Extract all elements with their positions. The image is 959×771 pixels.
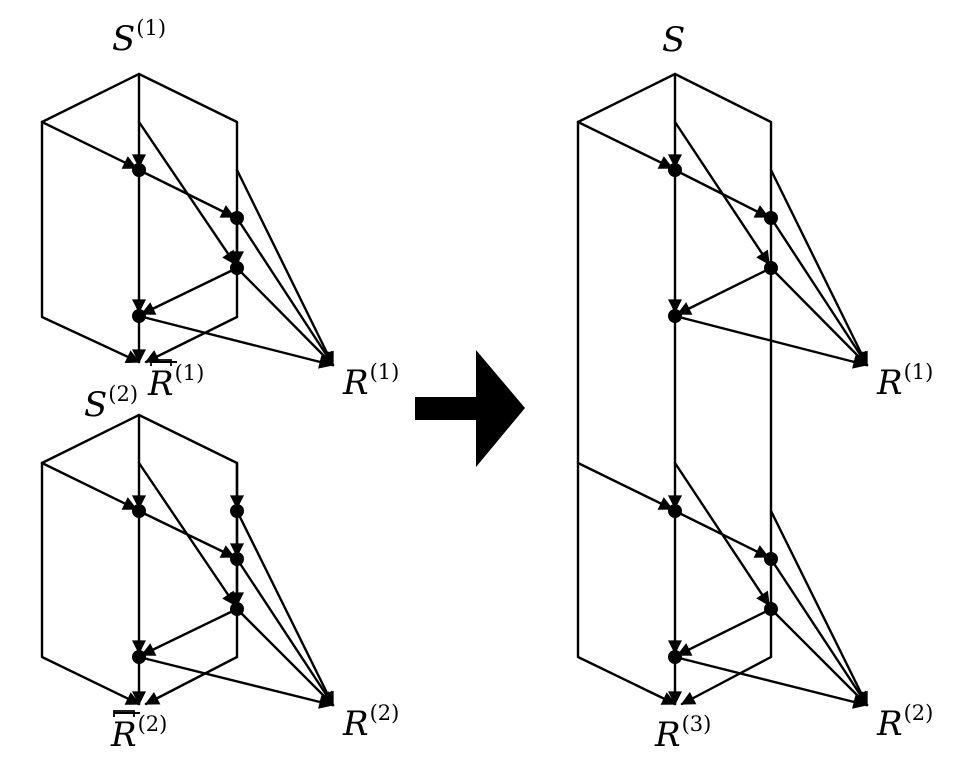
node [764,261,778,275]
r-edge [769,509,869,707]
right-combined-gadget [576,72,869,709]
node [132,309,146,323]
hat-r: R [111,710,140,755]
label-base: R [877,363,903,403]
hat-accent-icon [113,710,135,717]
node [668,163,682,177]
label-base: S [112,19,136,59]
r-edge [576,461,674,511]
lb-edge [235,509,335,707]
label-base: R [877,704,903,744]
lt-edge [235,168,335,367]
lb-frame-left [40,461,141,706]
r-edge [673,120,771,266]
right-sink2-label: R(2) [877,703,933,744]
r-edge [673,655,868,709]
left-top-gadget [40,72,335,369]
hat-r: R [148,359,177,404]
lb-frame-bottom-right [144,655,239,706]
r-edge [676,266,773,316]
lt-edge [235,266,335,367]
label-base: R [111,715,137,755]
r-edge [676,607,773,657]
nodes [132,163,778,664]
lb-edge [137,655,334,709]
node [230,211,244,225]
r-edge [576,120,674,170]
label-sup: (2) [903,701,934,725]
node [230,602,244,616]
r-edge [769,216,869,367]
label-sup: (1) [136,16,167,40]
node [132,163,146,177]
label-base: R [148,364,174,404]
lb-edge [235,557,335,707]
lb-edge [137,461,237,607]
lb-edge [140,607,239,657]
r-edge [769,266,869,367]
r-edge [673,314,868,369]
right-sink1-label: R(1) [877,362,933,403]
r-frame-left [576,120,677,706]
r-edge [769,168,869,367]
label-sup: (2) [369,701,400,725]
node [132,650,146,664]
r-edge [769,607,869,707]
lt-edge [137,314,334,369]
lt-frame-left [40,120,141,364]
lb-edge [40,461,138,511]
left-bottom-gadget [40,413,335,709]
label-sup: (2) [137,712,168,736]
right-source-label: S [662,23,685,57]
lt-edge [140,266,239,316]
left-bottom-hat-sink-label: R(2) [111,710,167,755]
left-bottom-sink-label: R(2) [343,703,399,744]
label-sup: (1) [903,360,934,384]
label-sup: (2) [108,382,139,406]
node [230,261,244,275]
node [764,602,778,616]
left-top-hat-sink-label: R(1) [148,359,204,404]
r-edge [673,461,771,607]
node [132,504,146,518]
node [764,552,778,566]
right-sink3-label: R(3) [655,714,711,755]
label-base: R [655,715,681,755]
label-base: S [84,385,108,425]
lt-edge [40,120,138,170]
label-base: S [662,20,686,60]
left-top-source-label: S(1) [112,18,166,59]
left-bottom-source-label: S(2) [84,384,138,425]
lb-edge [235,607,335,707]
left-top-sink-label: R(1) [343,362,399,403]
label-sup: (3) [681,712,712,736]
label-sup: (1) [369,360,400,384]
label-base: R [343,704,369,744]
node [230,504,244,518]
r-frame-bottom-right [680,655,773,706]
label-sup: (1) [174,361,205,385]
node [668,504,682,518]
lt-edge [137,120,237,266]
transform-arrow-icon [415,350,525,467]
node [668,309,682,323]
lt-edge [235,216,335,367]
node [668,650,682,664]
lt-frame-bottom-right [144,315,239,364]
node [764,211,778,225]
r-edge [769,557,869,707]
hat-accent-icon [150,359,172,366]
node [230,552,244,566]
r-frame-right [576,72,773,659]
label-base: R [343,363,369,403]
